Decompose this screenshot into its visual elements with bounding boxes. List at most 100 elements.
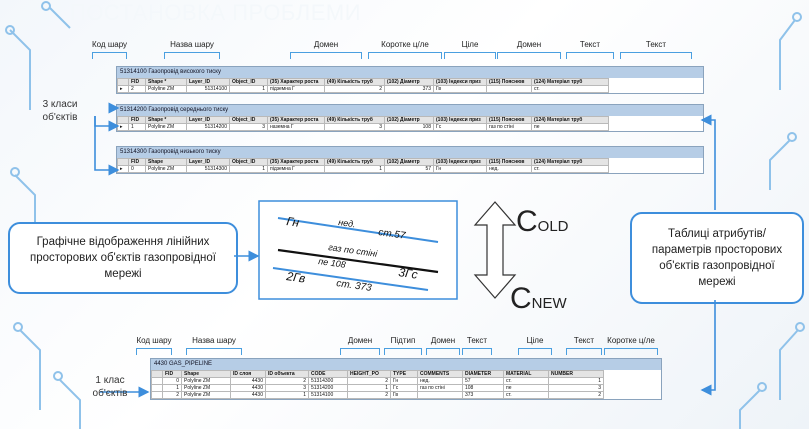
table-cell[interactable]: Polyline ZM bbox=[181, 391, 231, 399]
row-selector[interactable] bbox=[151, 391, 163, 399]
table-cell[interactable]: ст. bbox=[531, 165, 609, 173]
table-cell[interactable]: Polyline ZM bbox=[181, 377, 231, 385]
column-header[interactable]: ID объекта bbox=[265, 370, 309, 378]
column-header[interactable]: TYPE bbox=[390, 370, 418, 378]
c-old-label: COLD bbox=[516, 205, 569, 239]
table-cell[interactable]: ст. bbox=[531, 85, 609, 93]
table-cell[interactable]: газ по стіні bbox=[417, 384, 463, 392]
table-cell[interactable]: 373 bbox=[462, 391, 504, 399]
column-header[interactable]: CODE bbox=[308, 370, 348, 378]
column-header[interactable]: NUMBER bbox=[548, 370, 604, 378]
table-cell[interactable]: 1 bbox=[347, 384, 391, 392]
top-label: Ціле bbox=[461, 40, 479, 49]
table-cell[interactable]: Гн bbox=[390, 377, 418, 385]
bottom-label-bracket bbox=[462, 348, 492, 355]
column-header[interactable]: DIAMETER bbox=[462, 370, 504, 378]
page-title: ПОСТАНОВКА ПРОБЛЕМИ bbox=[70, 0, 362, 25]
table-cell[interactable]: 4430 bbox=[230, 384, 266, 392]
high-pressure-line bbox=[272, 267, 429, 291]
bottom-label: Домен bbox=[347, 336, 373, 345]
top-label: Текст bbox=[645, 40, 667, 49]
low-pressure-line bbox=[277, 217, 439, 243]
table-cell[interactable]: Гв bbox=[390, 391, 418, 399]
top-label: Коротке ц/ле bbox=[381, 40, 429, 49]
table-title: 51314300 Газопровід низького тиску bbox=[117, 147, 703, 158]
bottom-label: Код шару bbox=[136, 336, 172, 345]
top-label-bracket bbox=[164, 52, 220, 59]
table-cell[interactable]: 4430 bbox=[230, 377, 266, 385]
column-header[interactable]: ID слоя bbox=[230, 370, 266, 378]
table-cell[interactable]: 0 bbox=[162, 377, 182, 385]
mid-code-text: 3Гс bbox=[398, 265, 419, 282]
table-cell[interactable]: 2 bbox=[265, 377, 309, 385]
double-arrow-icon bbox=[473, 201, 517, 299]
table-cell[interactable]: 57 bbox=[462, 377, 504, 385]
diagram-frame bbox=[258, 200, 458, 300]
top-label-bracket bbox=[444, 52, 496, 59]
top-label-bracket bbox=[290, 52, 362, 59]
row-selector-header bbox=[151, 370, 163, 378]
top-label-bracket bbox=[620, 52, 692, 59]
bottom-label: Текст bbox=[466, 336, 488, 345]
table-cell[interactable]: 51314200 bbox=[308, 384, 348, 392]
table-cell[interactable]: 51314300 bbox=[308, 377, 348, 385]
column-header[interactable]: MATERIAL bbox=[503, 370, 549, 378]
top-label: Код шару bbox=[92, 40, 128, 49]
bottom-label-bracket bbox=[186, 348, 242, 355]
table-cell[interactable]: 3 bbox=[265, 384, 309, 392]
bottom-label: Коротке ц/ле bbox=[607, 336, 655, 345]
column-header[interactable]: FID bbox=[162, 370, 182, 378]
one-class-label: 1 клас об'єктів bbox=[92, 375, 128, 399]
table-cell[interactable]: пе bbox=[531, 123, 609, 131]
table-cell[interactable]: 51314100 bbox=[308, 391, 348, 399]
table-cell[interactable]: 2 bbox=[162, 391, 182, 399]
table-cell[interactable]: 1 bbox=[265, 391, 309, 399]
table-title: 51314200 Газопровід середнього тиску bbox=[117, 105, 703, 116]
table-cell[interactable]: 4430 bbox=[230, 391, 266, 399]
table-cell[interactable]: 3 bbox=[548, 384, 604, 392]
left-info-bubble: Графічне відображення лінійних просторов… bbox=[8, 222, 238, 294]
table-cell[interactable] bbox=[417, 391, 463, 399]
column-header[interactable]: HEIGHT_PO bbox=[347, 370, 391, 378]
table-cell[interactable]: 2 bbox=[347, 377, 391, 385]
top-label-bracket bbox=[368, 52, 442, 59]
bottom-label: Домен bbox=[430, 336, 456, 345]
table-cell[interactable]: нед. bbox=[417, 377, 463, 385]
table-cell[interactable]: ст. bbox=[503, 391, 549, 399]
table-cell[interactable]: 2 bbox=[548, 391, 604, 399]
left-bubble-text: Графічне відображення лінійних просторов… bbox=[30, 236, 216, 280]
column-header[interactable]: Shape bbox=[181, 370, 231, 378]
top-label: Домен bbox=[516, 40, 542, 49]
bottom-label: Назва шару bbox=[192, 336, 236, 345]
row-selector[interactable] bbox=[151, 377, 163, 385]
table-cell[interactable]: 1 bbox=[548, 377, 604, 385]
table-cell[interactable]: 108 bbox=[462, 384, 504, 392]
row-selector[interactable] bbox=[151, 384, 163, 392]
table-cell[interactable]: 1 bbox=[162, 384, 182, 392]
column-header[interactable]: COMMENTS bbox=[417, 370, 463, 378]
table-cell[interactable]: Polyline ZM bbox=[181, 384, 231, 392]
top-material-text: ст.57 bbox=[378, 227, 407, 242]
table-cell[interactable]: ст. bbox=[503, 377, 549, 385]
table-cell[interactable]: пе bbox=[503, 384, 549, 392]
table-cell[interactable]: Гс bbox=[390, 384, 418, 392]
bottom-label: Ціле bbox=[526, 336, 544, 345]
bottom-code-text: 2Гв bbox=[285, 269, 307, 286]
table-cell[interactable]: 2 bbox=[347, 391, 391, 399]
three-classes-label: 3 класи об'єктів bbox=[42, 99, 78, 123]
